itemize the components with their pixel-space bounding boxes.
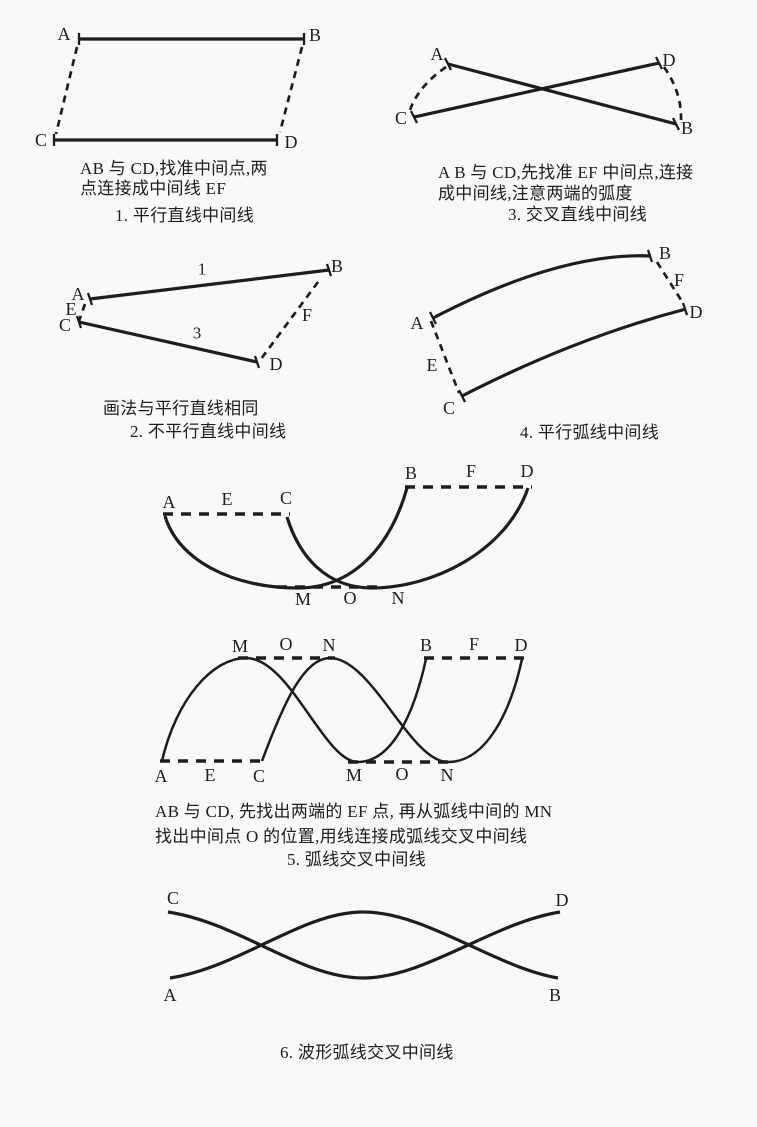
fig5a-label-D: D <box>520 461 534 481</box>
fig6-title: 6. 波形弧线交叉中间线 <box>280 1043 454 1062</box>
fig4-label-C: C <box>442 398 456 418</box>
fig2-title: 2. 不平行直线中间线 <box>130 422 287 441</box>
fig5a-label-N: N <box>391 588 405 608</box>
fig4-arc-CD <box>461 307 687 398</box>
fig3-dashed-arc-DB <box>662 66 683 121</box>
fig2-label-E: E <box>65 299 77 319</box>
fig1-dashed-BD <box>278 46 304 133</box>
fig5-caption-line2: 找出中间点 O 的位置,用线连接成弧线交叉中间线 <box>155 827 528 846</box>
fig4-label-D: D <box>689 302 703 322</box>
fig5b-label-O-bottom: O <box>395 764 409 784</box>
fig3-caption-line1: A B 与 CD,先找准 EF 中间点,连接 <box>438 163 694 182</box>
fig5b-label-O-top: O <box>279 634 293 654</box>
fig1-end-ticks <box>52 33 306 146</box>
fig5b-wave-CD <box>260 656 524 764</box>
fig3-line-CD <box>413 61 660 119</box>
fig3-label-C: C <box>394 108 408 128</box>
fig3-caption-line2: 成中间线,注意两端的弧度 <box>438 184 633 203</box>
fig4-arc-AB <box>432 254 652 320</box>
fig2-label-1: 1 <box>197 259 207 279</box>
fig5a-label-M: M <box>294 589 312 609</box>
fig4-dashed-AC <box>429 320 461 394</box>
fig5b-label-D: D <box>514 635 528 655</box>
fig1-title: 1. 平行直线中间线 <box>115 206 254 225</box>
fig5b-label-B: B <box>419 635 433 655</box>
fig5a-label-E: E <box>221 489 233 509</box>
fig3-label-D: D <box>662 50 676 70</box>
fig2-end-ticks <box>75 263 333 369</box>
fig5a-label-C: C <box>279 488 293 508</box>
fig6-drawing <box>167 910 561 980</box>
fig2-label-3: 3 <box>192 323 202 343</box>
fig1-dashed-AC <box>54 46 79 135</box>
fig5b-label-N-top: N <box>322 635 336 655</box>
fig5a-arc-CD <box>285 487 530 590</box>
fig5a-label-F: F <box>465 461 477 481</box>
fig5a-label-O: O <box>343 588 357 608</box>
fig2-label-B: B <box>330 256 344 276</box>
fig6-wave-CD <box>167 910 561 980</box>
fig2-dashed-AC <box>77 303 87 322</box>
fig5b-label-N-bottom: N <box>440 765 454 785</box>
fig1-label-D: D <box>284 132 298 152</box>
fig1-label-C: C <box>34 130 48 150</box>
fig5b-label-A: A <box>154 766 168 786</box>
fig4-title: 4. 平行弧线中间线 <box>520 423 659 442</box>
fig5b-label-E: E <box>204 765 216 785</box>
fig2-dashed-BD <box>259 281 320 360</box>
fig4-label-A: A <box>410 313 424 333</box>
fig5a-label-A: A <box>162 492 176 512</box>
fig4-label-B: B <box>658 243 672 263</box>
fig4-end-ticks <box>428 249 689 403</box>
fig1-drawing <box>52 33 306 146</box>
fig3-label-A: A <box>430 44 444 64</box>
fig5b-label-M-top: M <box>231 636 249 656</box>
fig6-label-C: C <box>166 888 180 908</box>
fig3-end-ticks <box>409 56 681 131</box>
fig6-label-B: B <box>548 985 562 1005</box>
fig1-label-B: B <box>308 25 322 45</box>
fig2-drawing <box>75 263 333 369</box>
fig5b-label-C: C <box>252 766 266 786</box>
fig1-label-A: A <box>57 24 71 44</box>
fig2-label-A: A <box>71 284 85 304</box>
fig4-drawing <box>428 249 689 403</box>
fig4-label-F: F <box>673 270 685 290</box>
fig2-label-D: D <box>269 354 283 374</box>
fig2-label-C: C <box>58 315 72 335</box>
fig3-dashed-arc-AC <box>407 65 447 114</box>
fig6-wave-AB <box>169 910 559 980</box>
fig5a-arc-AB <box>163 487 409 590</box>
fig5a-label-B: B <box>404 463 418 483</box>
fig2-label-F: F <box>301 305 313 325</box>
fig1-caption-line2: 点连接成中间线 EF <box>80 179 227 198</box>
fig4-dashed-BD <box>655 261 685 304</box>
fig1-caption-line1: AB 与 CD,找准中间点,两 <box>80 159 268 178</box>
fig5-lower-drawing <box>160 656 525 764</box>
fig3-label-B: B <box>680 118 694 138</box>
fig5-upper-drawing <box>163 485 532 590</box>
fig4-label-E: E <box>426 355 438 375</box>
fig3-drawing <box>407 56 683 131</box>
fig5b-label-F: F <box>468 634 480 654</box>
fig3-title: 3. 交叉直线中间线 <box>508 205 647 224</box>
fig5-caption-line1: AB 与 CD, 先找出两端的 EF 点, 再从弧线中间的 MN <box>155 802 553 821</box>
fig2-line-CD <box>78 320 258 364</box>
fig5b-wave-AB <box>160 656 428 764</box>
fig2-line-AB <box>89 268 330 301</box>
fig5b-label-M-bottom: M <box>345 765 363 785</box>
fig5-title: 5. 弧线交叉中间线 <box>287 850 426 869</box>
fig3-line-AB <box>447 62 677 126</box>
fig6-label-A: A <box>163 985 177 1005</box>
fig2-caption-line1: 画法与平行直线相同 <box>103 399 259 418</box>
fig6-label-D: D <box>555 890 569 910</box>
